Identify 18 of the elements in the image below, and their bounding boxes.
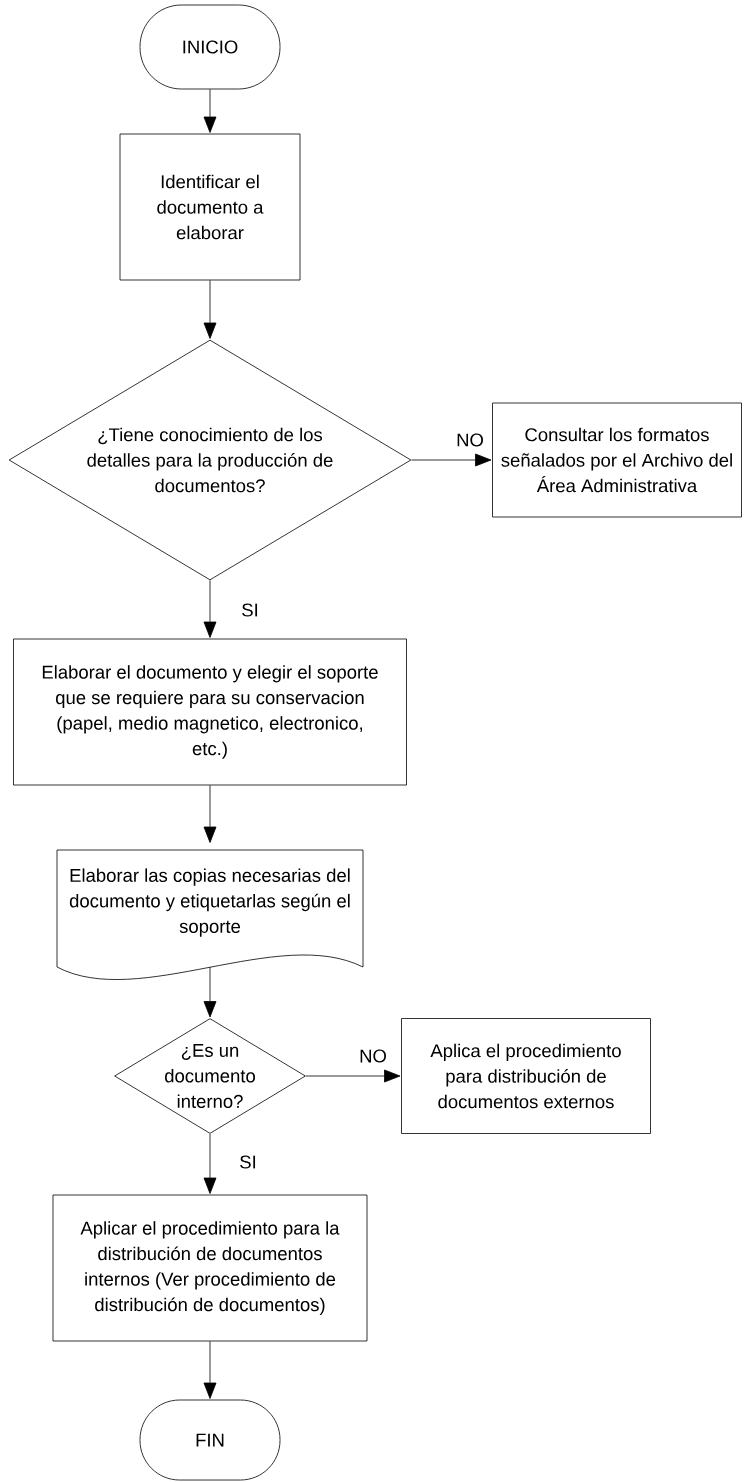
edge-label: SI bbox=[238, 1154, 258, 1170]
arrow bbox=[203, 580, 217, 638]
edge-label: NO bbox=[358, 1048, 388, 1064]
arrow bbox=[305, 1069, 401, 1083]
arrow bbox=[203, 280, 217, 339]
arrow bbox=[203, 966, 217, 1018]
process-box: Consultar los formatos señalados por el Archivo del Área Administrativa bbox=[492, 402, 742, 518]
arrow bbox=[203, 1341, 217, 1399]
process-box: Elaborar el documento y elegir el soporte que se requiere para su conservacion (papel, medio magnetico, electronico, etc.) bbox=[13, 638, 407, 786]
edge-label: SI bbox=[240, 602, 260, 618]
arrow bbox=[203, 785, 217, 843]
edge-label: NO bbox=[455, 432, 485, 448]
arrow bbox=[203, 1133, 217, 1194]
process-box: Identificar el documento a elaborar bbox=[119, 133, 301, 281]
arrow bbox=[203, 89, 217, 133]
process-box: Aplicar el procedimiento para la distribución de documentos internos (Ver procedimiento de distribución de documentos) bbox=[52, 1194, 368, 1342]
process-box: Aplica el procedimiento para distribución de documentos externos bbox=[401, 1018, 651, 1134]
arrow bbox=[411, 453, 492, 467]
